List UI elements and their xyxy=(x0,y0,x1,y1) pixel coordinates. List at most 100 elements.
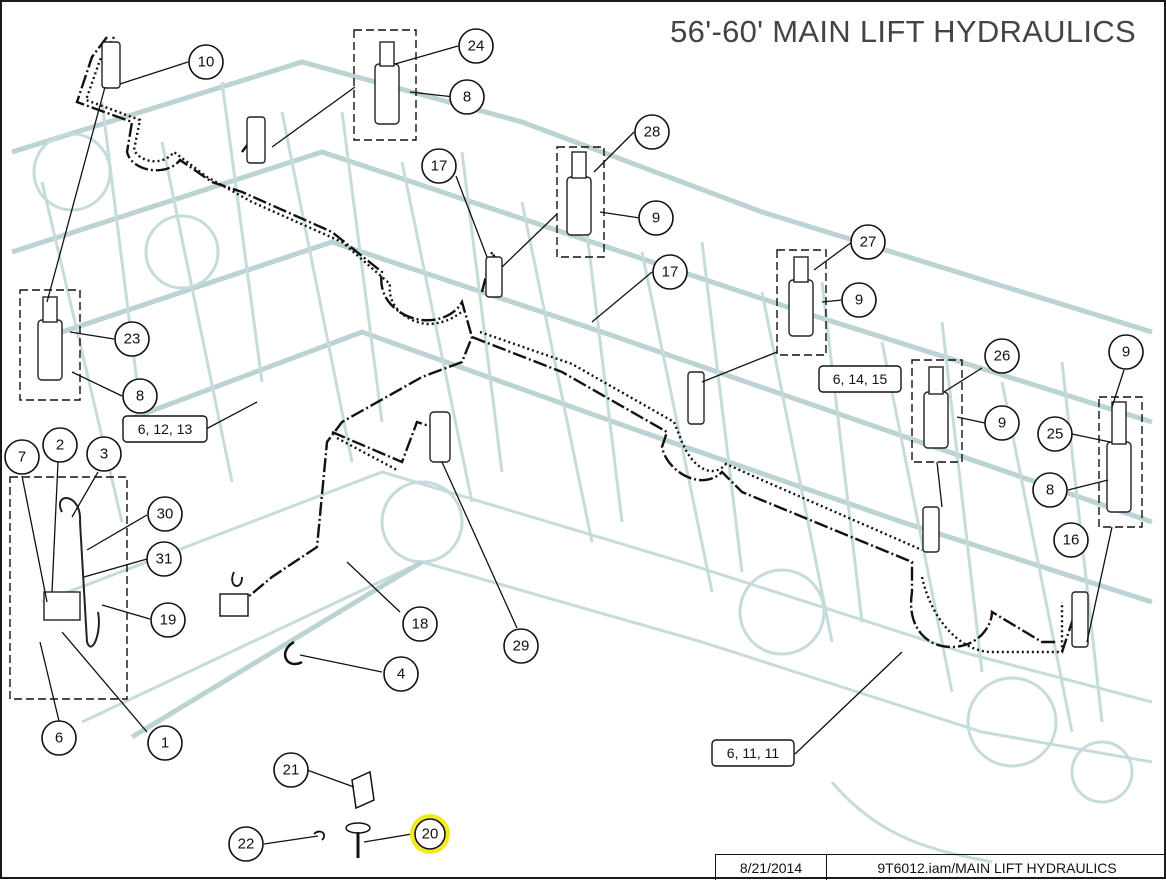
balloon-circle xyxy=(41,720,77,756)
balloon-17: 17 xyxy=(652,254,688,290)
tag-label: 6, 12, 13 xyxy=(138,421,193,437)
balloon-circle xyxy=(638,200,674,236)
balloon-label: 9 xyxy=(855,292,863,309)
hose-coil-icon xyxy=(59,497,100,648)
balloon-label: 6 xyxy=(55,730,63,747)
title-block: 8/21/2014 9T6012.iam/MAIN LIFT HYDRAULIC… xyxy=(715,854,1166,880)
drawing-title: 56'-60' MAIN LIFT HYDRAULICS xyxy=(670,14,1136,49)
balloon-label: 2 xyxy=(56,437,64,454)
balloon-label: 20 xyxy=(422,826,439,843)
tag-box xyxy=(711,739,795,767)
balloon-label: 21 xyxy=(283,762,300,779)
balloon-label: 9 xyxy=(998,415,1006,432)
balloon-label: 7 xyxy=(18,449,26,466)
tee-fitting-icon xyxy=(351,770,375,810)
balloon-8: 8 xyxy=(449,79,485,115)
balloon-label: 18 xyxy=(412,616,429,633)
balloon-circle xyxy=(1108,334,1144,370)
cylinder-rod-icon xyxy=(1111,401,1127,445)
part-tag: 6, 14, 15 xyxy=(818,365,902,393)
balloon-label: 30 xyxy=(157,506,174,523)
cylinder-icon xyxy=(485,256,503,298)
cylinder-icon xyxy=(429,411,451,463)
balloon-17: 17 xyxy=(421,148,457,184)
tag-box xyxy=(818,365,902,393)
detail-box-cylinder-28 xyxy=(556,146,605,258)
balloon-circle xyxy=(383,656,419,692)
part-tag: 6, 12, 13 xyxy=(122,415,208,443)
cylinder-icon xyxy=(922,506,940,553)
balloon-3: 3 xyxy=(86,436,122,472)
balloon-circle xyxy=(150,602,186,638)
balloon-circle xyxy=(421,148,457,184)
highlight-ring xyxy=(410,814,450,854)
balloon-label: 23 xyxy=(124,331,141,348)
balloon-circle xyxy=(147,496,183,532)
balloon-circle xyxy=(1037,416,1073,452)
balloon-circle xyxy=(449,79,485,115)
balloon-29: 29 xyxy=(503,628,539,664)
pin-head-icon xyxy=(345,822,371,834)
title-block-file: 9T6012.iam/MAIN LIFT HYDRAULICS xyxy=(877,859,1117,876)
balloon-layer: 1024828179172792382699258723303119161829… xyxy=(4,28,1144,862)
balloon-label: 27 xyxy=(860,234,877,251)
balloon-circle xyxy=(228,826,264,862)
tag-label: 6, 14, 15 xyxy=(833,371,888,387)
balloon-label: 29 xyxy=(513,638,530,655)
balloon-label: 31 xyxy=(156,551,173,568)
balloon-label: 22 xyxy=(238,836,255,853)
detail-box-cylinder-26 xyxy=(911,359,963,463)
balloon-circle xyxy=(458,28,494,64)
cylinder-icon xyxy=(566,176,592,236)
balloon-label: 10 xyxy=(198,54,215,71)
balloon-31: 31 xyxy=(146,541,182,577)
cylinder-icon xyxy=(1106,441,1132,513)
valve-block-icon xyxy=(43,591,81,621)
leader-lines xyxy=(21,45,1125,845)
balloon-21: 21 xyxy=(273,752,309,788)
cylinder-icon xyxy=(788,279,814,337)
balloon-9: 9 xyxy=(1108,334,1144,370)
cylinder-icon xyxy=(101,41,121,89)
balloon-circle xyxy=(402,606,438,642)
balloon-label: 19 xyxy=(160,612,177,629)
cylinder-icon xyxy=(923,391,949,449)
balloon-7: 7 xyxy=(4,439,40,475)
balloon-circle xyxy=(414,818,446,850)
balloon-circle xyxy=(42,427,78,463)
cylinder-icon xyxy=(1071,591,1089,648)
detail-box-cylinder-24 xyxy=(353,29,417,141)
balloon-circle xyxy=(146,541,182,577)
balloon-circle xyxy=(122,378,158,414)
balloon-9: 9 xyxy=(638,200,674,236)
balloon-label: 17 xyxy=(662,264,679,281)
balloon-8: 8 xyxy=(1032,472,1068,508)
balloon-8: 8 xyxy=(122,378,158,414)
balloon-label: 28 xyxy=(644,124,661,141)
balloon-label: 1 xyxy=(161,735,169,752)
balloon-16: 16 xyxy=(1053,522,1089,558)
cylinder-rod-icon xyxy=(928,366,944,395)
balloon-10: 10 xyxy=(188,44,224,80)
cylinder-icon xyxy=(246,116,266,164)
snap-ring-icon xyxy=(283,640,303,666)
balloon-1: 1 xyxy=(147,725,183,761)
balloon-circle xyxy=(273,752,309,788)
cylinder-rod-icon xyxy=(379,41,395,67)
balloon-label: 17 xyxy=(431,158,448,175)
detail-box-cylinder-25 xyxy=(1098,396,1143,528)
tag-box xyxy=(122,415,208,443)
balloon-label: 24 xyxy=(468,38,485,55)
balloon-9: 9 xyxy=(841,282,877,318)
tag-layer: 6, 12, 136, 14, 156, 11, 11 xyxy=(122,365,902,767)
balloon-label: 9 xyxy=(652,210,660,227)
title-block-date: 8/21/2014 xyxy=(716,855,827,880)
balloon-label: 3 xyxy=(100,446,108,463)
balloon-20: 20 xyxy=(414,818,446,850)
balloon-circle xyxy=(1053,522,1089,558)
detail-callouts xyxy=(9,29,1143,858)
balloon-circle xyxy=(634,114,670,150)
balloon-circle xyxy=(188,44,224,80)
